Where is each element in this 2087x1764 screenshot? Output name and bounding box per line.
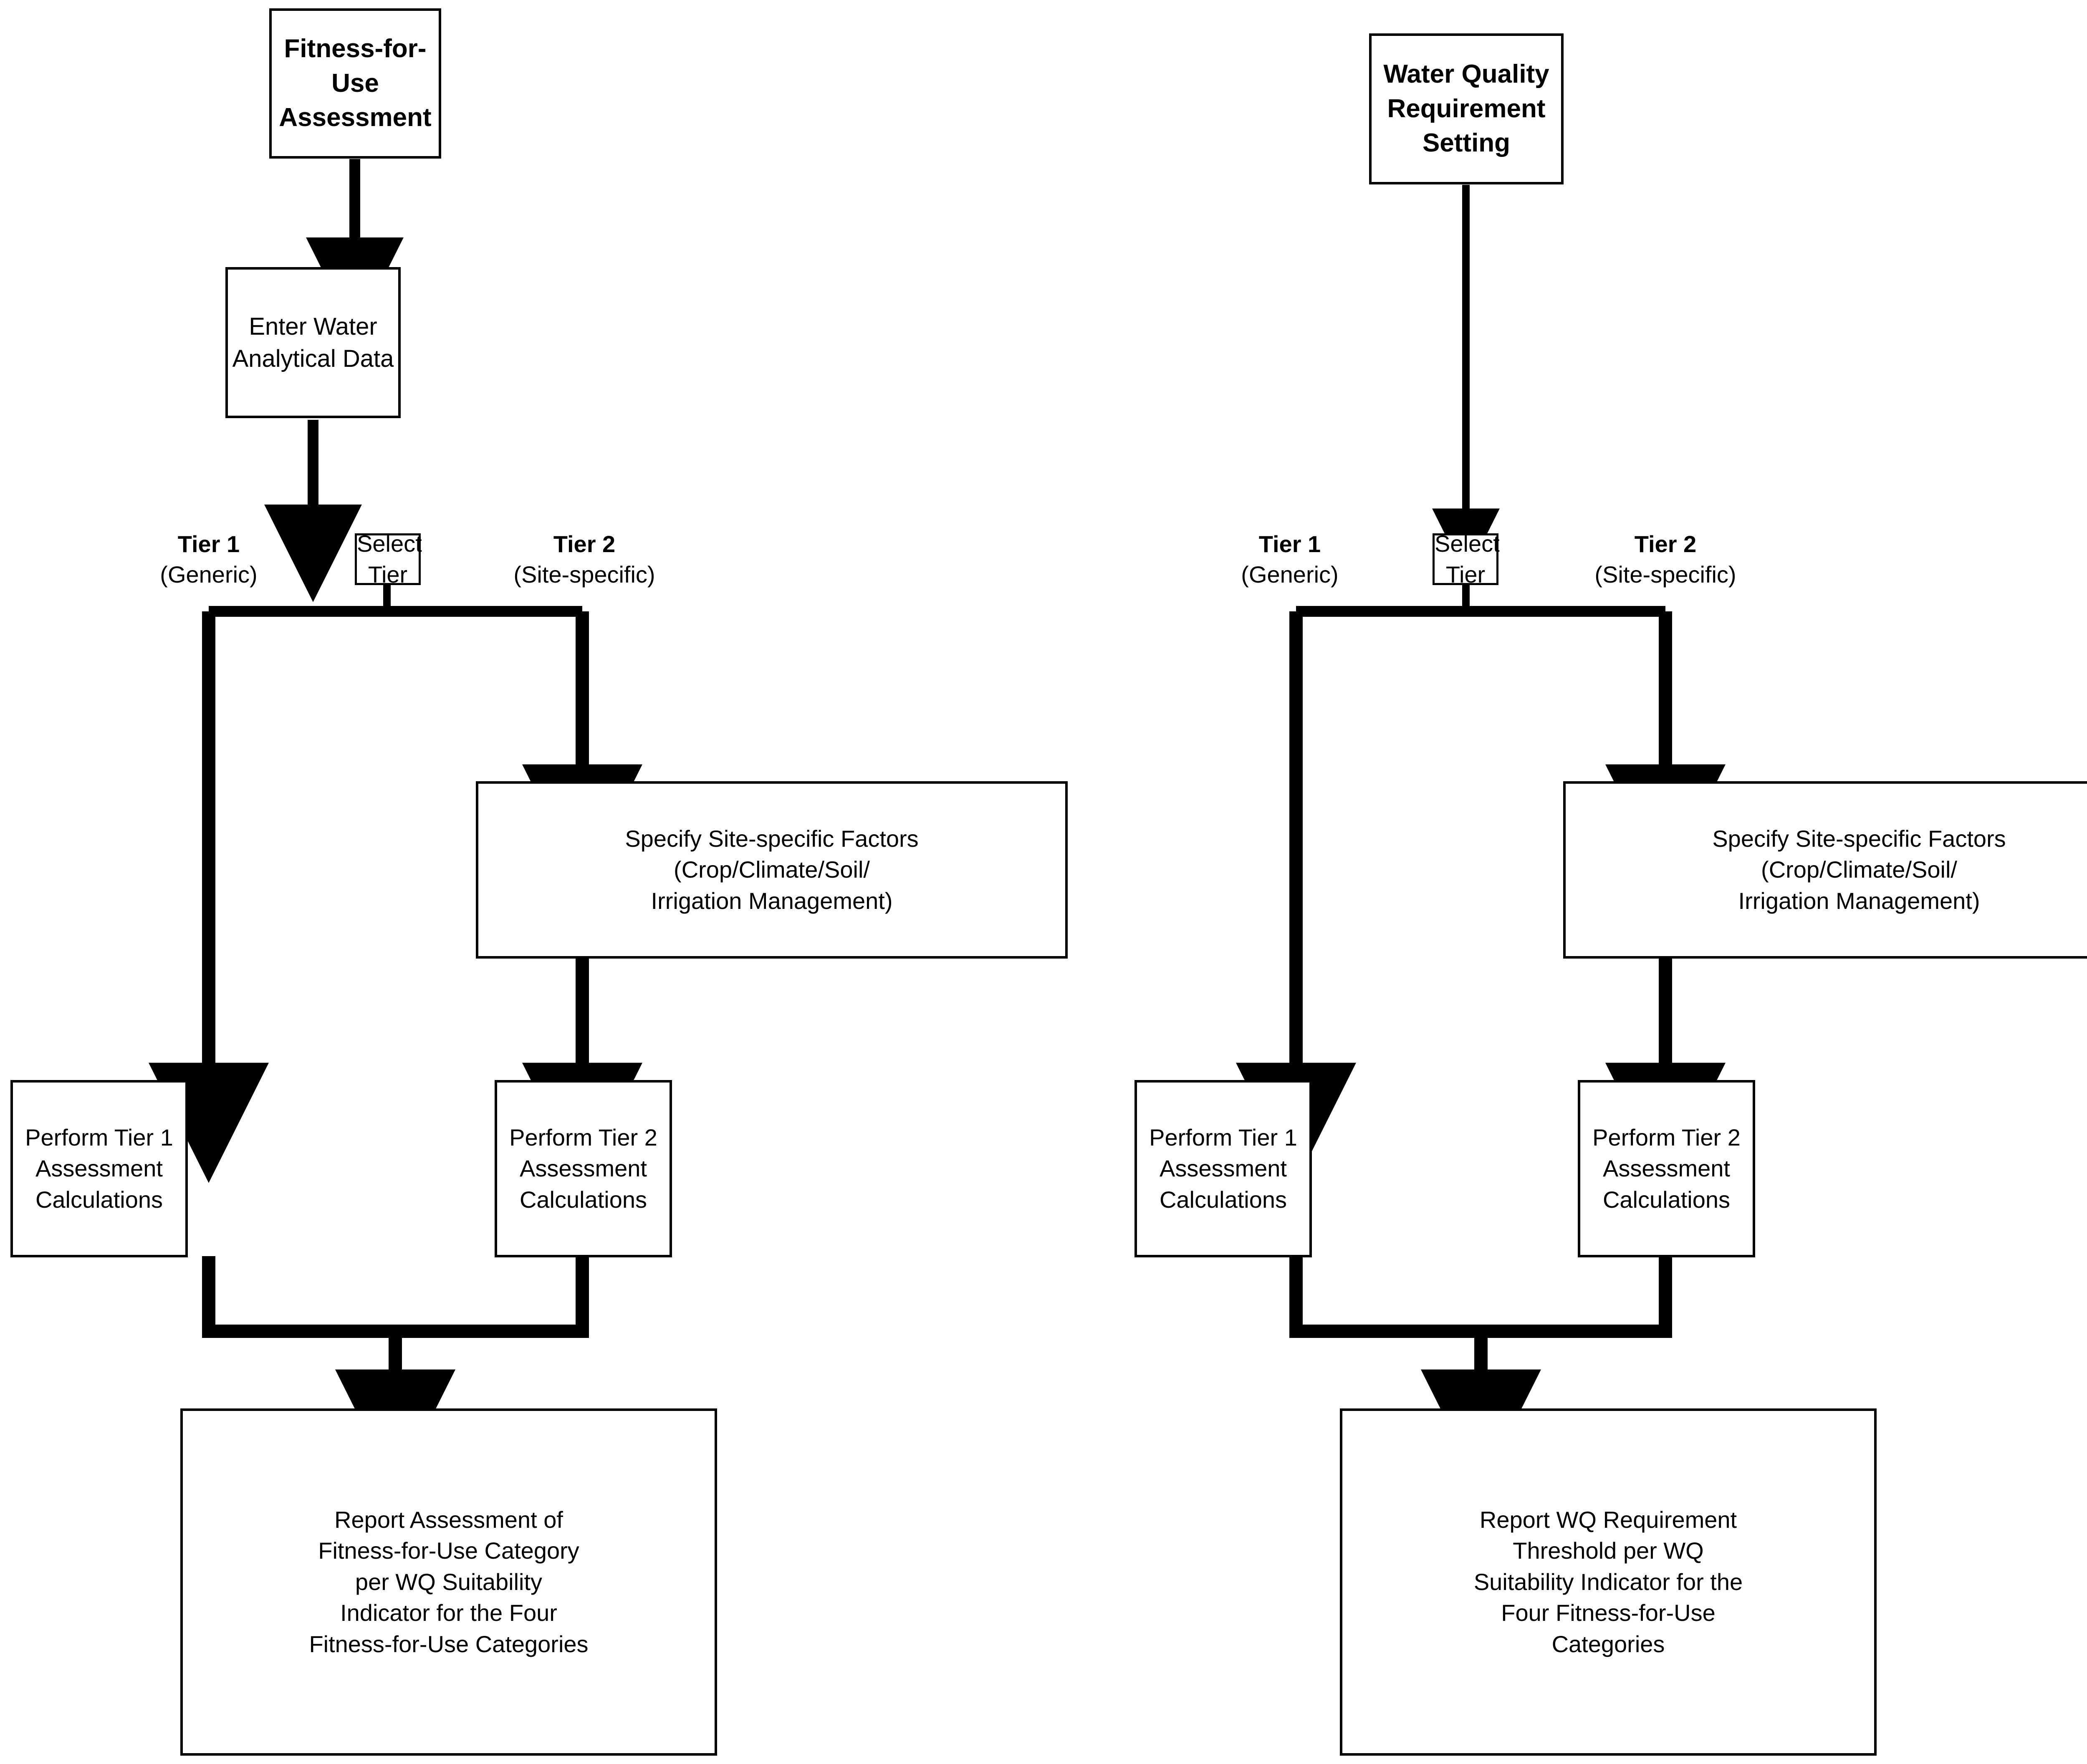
label-tier1-assessment: Tier 1 (Generic): [160, 531, 258, 588]
label-tier2-requirement: Tier 2 (Site-specific): [1594, 531, 1736, 588]
node-select-tier-assessment[interactable]: Select Tier: [355, 530, 422, 588]
node-label: Select Tier: [1435, 530, 1500, 588]
node-label: Specify Site-specific Factors(Crop/Clima…: [625, 825, 919, 914]
node-select-tier-requirement[interactable]: Select Tier: [1433, 530, 1500, 588]
node-specify-site-specific-factors-assessment[interactable]: Specify Site-specific Factors(Crop/Clima…: [476, 781, 1068, 959]
node-label: Specify Site-specific Factors(Crop/Clima…: [1712, 825, 2006, 914]
line-wq-merge-bus: [1289, 1256, 1672, 1338]
label-tier1-requirement: Tier 1 (Generic): [1241, 531, 1339, 588]
line-merge-bus-left: [202, 1256, 589, 1338]
node-label: Select Tier: [357, 530, 422, 588]
node-specify-site-specific-factors-requirement[interactable]: Specify Site-specific Factors(Crop/Clima…: [1563, 781, 2087, 959]
label-tier2-assessment: Tier 2 (Site-specific): [513, 531, 655, 588]
